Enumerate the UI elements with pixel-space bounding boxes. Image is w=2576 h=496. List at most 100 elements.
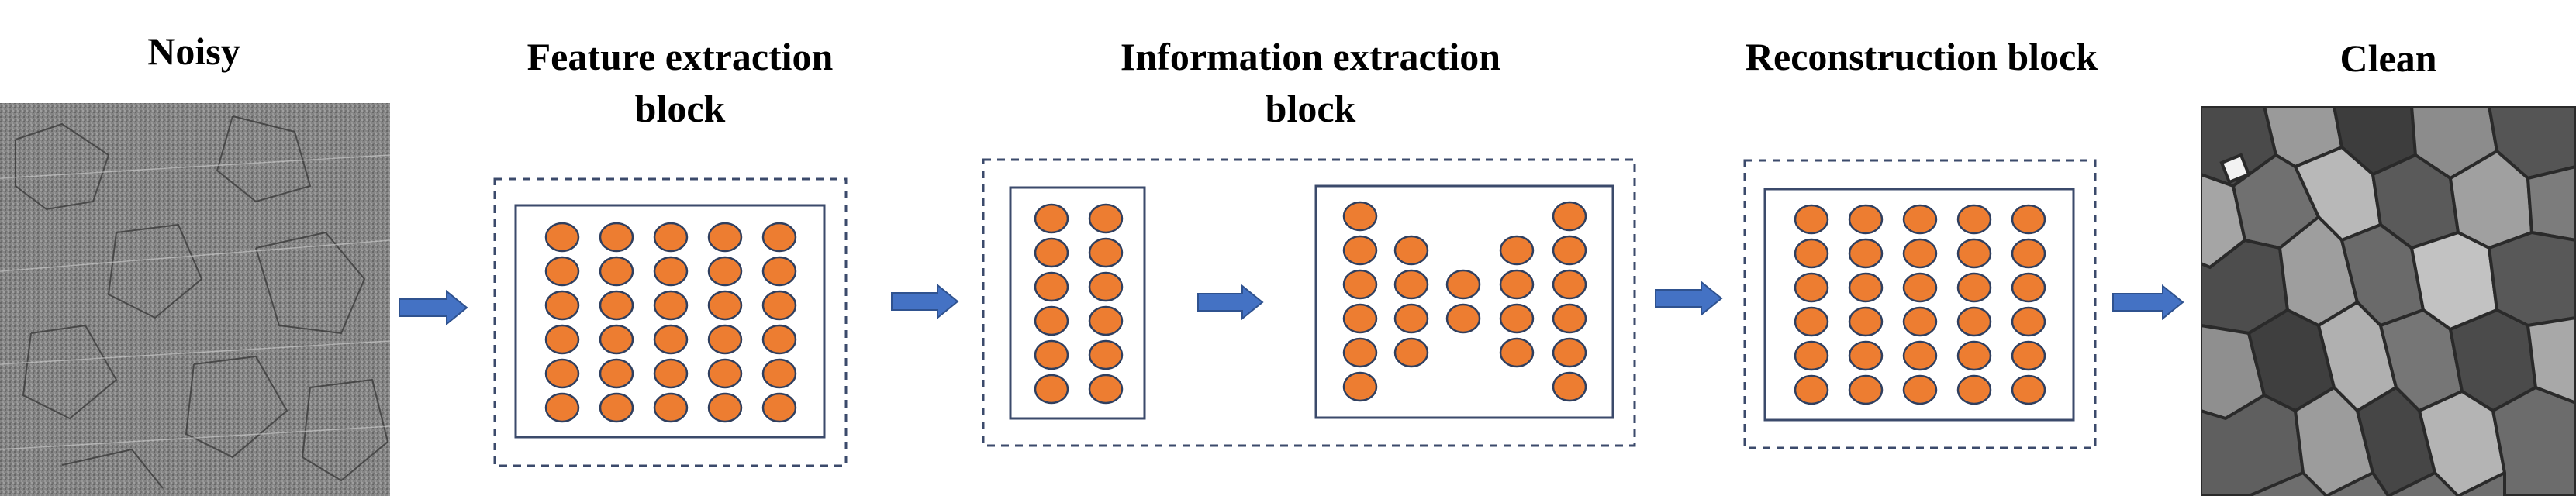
information-extraction-right-node [1393,303,1429,334]
information-extraction-left-node [1034,237,1069,268]
reconstruction-node [1848,374,1884,405]
information-extraction-left-node [1088,339,1124,370]
arrow-information-to-reconstruction [1655,280,1723,317]
feature-extraction-node [599,324,634,355]
feature-extraction-node [544,222,580,253]
feature-extraction-node [761,256,797,287]
feature-extraction-node [707,324,743,355]
feature-extraction-node [761,392,797,423]
information-extraction-dashed-border [982,158,1636,447]
information-extraction-right-node [1342,303,1378,334]
reconstruction-node [1794,238,1829,269]
information-extraction-right-box [1314,184,1614,419]
information-extraction-left-nodes [1034,203,1124,405]
information-extraction-right-node [1342,371,1378,402]
reconstruction-node [1956,306,1992,337]
reconstruction-block-label: Reconstruction block [1746,35,2098,78]
reconstruction-node [2011,340,2046,371]
reconstruction-node [2011,238,2046,269]
feature-extraction-node [544,324,580,355]
feature-extraction-node [653,324,689,355]
reconstruction-dashed-border [1743,159,2097,450]
reconstruction-node [2011,306,2046,337]
feature-extraction-node [653,392,689,423]
feature-extraction-node [653,290,689,321]
information-extraction-right-node [1393,269,1429,300]
information-extraction-right-node [1342,337,1378,368]
reconstruction-node [1794,374,1829,405]
feature-extraction-node [707,256,743,287]
information-extraction-right-node [1552,337,1587,368]
feature-extraction-node [761,290,797,321]
reconstruction-node [1902,204,1938,235]
information-extraction-label-line1: Information extraction [1121,35,1500,78]
information-extraction-right-node [1552,303,1587,334]
reconstruction-node [1956,340,1992,371]
feature-extraction-node [761,222,797,253]
arrows [399,280,2184,326]
information-extraction-left-node [1088,374,1124,405]
feature-extraction-node [653,358,689,389]
information-extraction-left-node [1088,305,1124,336]
feature-extraction-node [653,256,689,287]
reconstruction-node [1902,340,1938,371]
feature-extraction-label-line1: Feature extraction [527,35,834,78]
arrow-within-information [1197,284,1264,321]
information-extraction-left-node [1034,271,1069,302]
reconstruction-node [2011,204,2046,235]
information-extraction-left-node [1034,203,1069,234]
information-extraction-left-box [1009,186,1146,420]
feature-extraction-node [544,392,580,423]
reconstruction-node [1956,238,1992,269]
reconstruction-node [1794,272,1829,303]
information-extraction-label-line2: block [1266,87,1356,130]
information-extraction-right-node [1342,201,1378,232]
feature-extraction-nodes [544,222,797,423]
feature-extraction-node [707,358,743,389]
feature-extraction-label-line2: block [635,87,726,130]
information-extraction-left-node [1034,339,1069,370]
feature-extraction-node [761,324,797,355]
information-extraction-right-node [1499,337,1535,368]
reconstruction-node [1902,238,1938,269]
arrow-noisy-to-feature [399,289,468,326]
reconstruction-node [1794,204,1829,235]
reconstruction-node [1848,272,1884,303]
information-extraction-right-node [1499,269,1535,300]
reconstruction-node [2011,272,2046,303]
feature-extraction-node [599,290,634,321]
reconstruction-node [1956,204,1992,235]
reconstruction-node [1902,306,1938,337]
reconstruction-node [1902,272,1938,303]
reconstruction-node [1902,374,1938,405]
reconstruction-node [1848,306,1884,337]
information-extraction-right-nodes [1342,201,1587,402]
reconstruction-nodes [1794,204,2046,405]
information-extraction-right-node [1499,303,1535,334]
information-extraction-right-node [1445,269,1481,300]
reconstruction-node [1848,204,1884,235]
reconstruction-node [1794,340,1829,371]
information-extraction-right-node [1552,269,1587,300]
feature-extraction-node [707,222,743,253]
clean-label: Clean [2340,36,2437,80]
feature-extraction-node [599,256,634,287]
feature-extraction-node [599,222,634,253]
information-extraction-right-node [1445,303,1481,334]
information-extraction-right-node [1342,235,1378,266]
feature-extraction-node [599,392,634,423]
reconstruction-node [1848,238,1884,269]
feature-extraction-dashed-border [493,177,848,467]
reconstruction-node [1956,272,1992,303]
information-extraction-right-node [1499,235,1535,266]
information-extraction-left-node [1088,237,1124,268]
information-extraction-left-node [1034,374,1069,405]
information-extraction-right-node [1393,235,1429,266]
arrow-reconstruction-to-clean [2112,284,2184,321]
feature-extraction-node [599,358,634,389]
noisy-label: Noisy [147,29,240,73]
information-extraction-right-node [1552,235,1587,266]
feature-extraction-inner-box [514,204,826,439]
reconstruction-node [1848,340,1884,371]
